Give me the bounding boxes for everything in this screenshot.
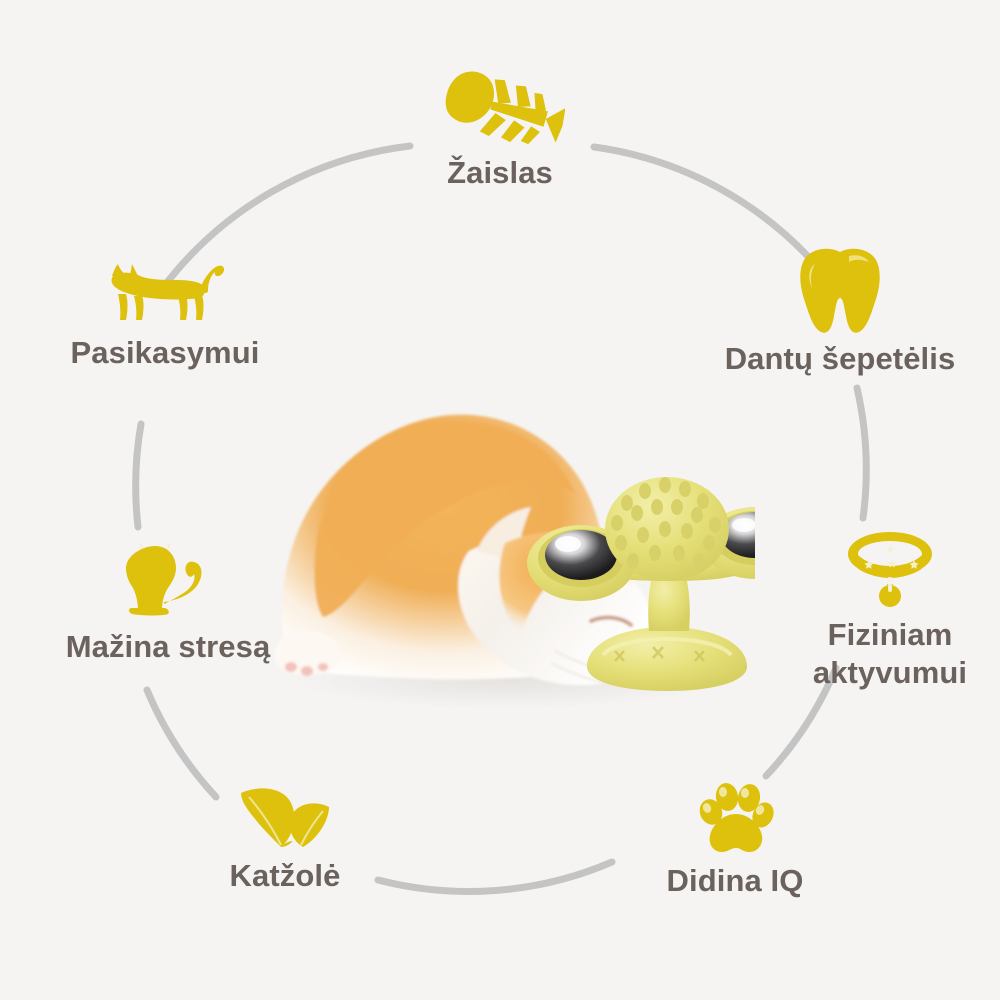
paw-print-icon: [695, 782, 775, 856]
feature-label: Žaislas: [447, 155, 553, 190]
fishbone-icon: [435, 68, 566, 148]
feature-physical-activity[interactable]: Fiziniam aktyvumui: [740, 528, 1000, 692]
center-product-photo: [255, 315, 755, 725]
tooth-icon: [799, 248, 881, 334]
feature-iq[interactable]: Didina IQ: [585, 782, 885, 899]
arc-segment-iq-to-catnip: [374, 858, 616, 895]
toy-left-ball-glint: [555, 536, 581, 552]
arc-segment-toy-to-toothbrush: [590, 143, 826, 276]
feature-label: Dantų šepetėlis: [724, 341, 956, 376]
feature-label: Pasikasymui: [70, 335, 260, 370]
leaves-icon: [237, 785, 333, 851]
kitten-eye: [589, 615, 633, 627]
feature-catnip[interactable]: Katžolė: [135, 785, 435, 894]
arc-segment-physical-to-iq: [762, 664, 840, 780]
collar-icon: [844, 528, 936, 608]
toy-spiky-massage-ball: [605, 477, 729, 581]
arc-segment-toothbrush-to-physical: [853, 384, 870, 522]
arc-segment-catnip-to-stress: [143, 686, 220, 801]
feature-label: Mažina stresą: [65, 629, 271, 664]
toy-base-texture: [614, 646, 705, 662]
kitten-toe-beans: [285, 662, 328, 676]
feature-label: Fiziniam aktyvumui: [812, 617, 968, 690]
feature-zaislas[interactable]: Žaislas: [350, 68, 650, 191]
sitting-cat-icon: [122, 532, 214, 622]
feature-stress-relief[interactable]: Mažina stresą: [18, 532, 318, 665]
arc-segment-scratch-to-toy: [158, 142, 414, 293]
toy-base-highlight: [601, 636, 733, 657]
toy-stem: [648, 573, 690, 631]
feature-toothbrush[interactable]: Dantų šepetėlis: [690, 248, 990, 377]
feature-label: Katžolė: [229, 858, 341, 893]
windmill-turntable-toy: [527, 477, 755, 691]
arc-segment-stress-to-scratch: [132, 420, 145, 531]
toy-right-ball-glint: [732, 518, 755, 532]
feature-label: Didina IQ: [666, 863, 804, 898]
kitten-back-patch: [314, 422, 575, 617]
walking-cat-icon: [106, 258, 225, 328]
feature-scratching[interactable]: Pasikasymui: [15, 258, 315, 371]
